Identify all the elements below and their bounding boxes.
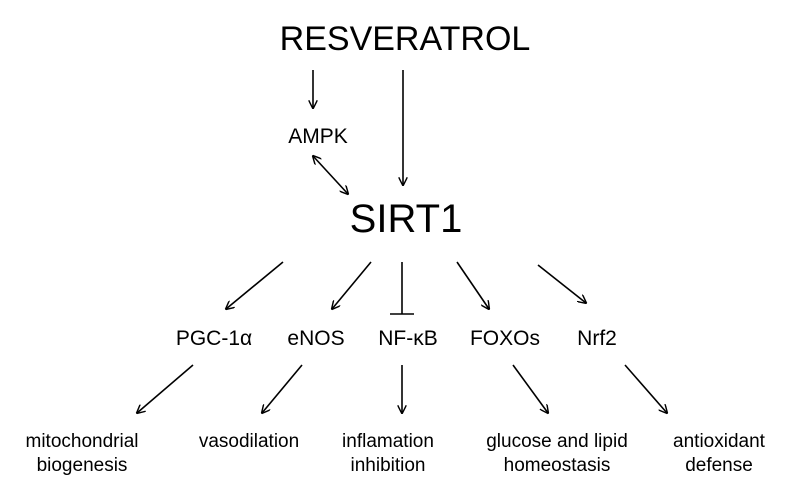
node-resveratrol: RESVERATROL <box>280 20 531 58</box>
arrow-foxos-to-glucose-homeostasis <box>512 364 548 413</box>
outcome-antioxidant-line2: defense <box>685 455 753 476</box>
node-ampk: AMPK <box>288 125 348 148</box>
outcome-mitochondrial-line1: mitochondrial <box>26 431 139 452</box>
outcome-glucose-line1: glucose and lipid <box>486 431 628 452</box>
node-pgc-1a: PGC-1α <box>176 327 252 350</box>
arrow-pgc-1a-to-mitochondrial-biogenesis <box>137 364 194 413</box>
outcome-antioxidant-line1: antioxidant <box>673 431 766 452</box>
outcome-glucose-line2: homeostasis <box>504 455 611 476</box>
arrow-sirt1-to-enos <box>332 261 372 309</box>
node-nrf2: Nrf2 <box>577 327 617 350</box>
node-sirt1: SIRT1 <box>350 197 463 241</box>
arrow-nrf2-to-antioxidant-defense <box>624 364 667 413</box>
outcome-mitochondrial-line2: biogenesis <box>37 455 128 476</box>
arrow-ampk-sirt1-bidirectional <box>313 156 348 194</box>
outcome-vasodilation: vasodilation <box>199 431 299 452</box>
node-enos: eNOS <box>287 327 344 350</box>
arrow-enos-to-vasodilation <box>262 364 303 413</box>
outcome-inflamation-line2: inhibition <box>351 455 426 476</box>
outcome-inflamation-line1: inflamation <box>342 431 434 452</box>
arrow-sirt1-to-nrf2 <box>537 264 586 303</box>
arrow-sirt1-to-pgc-1a <box>226 261 284 309</box>
node-nf-kb: NF-κB <box>378 327 438 350</box>
arrow-sirt1-to-foxos <box>456 261 489 309</box>
node-foxos: FOXOs <box>470 327 540 350</box>
